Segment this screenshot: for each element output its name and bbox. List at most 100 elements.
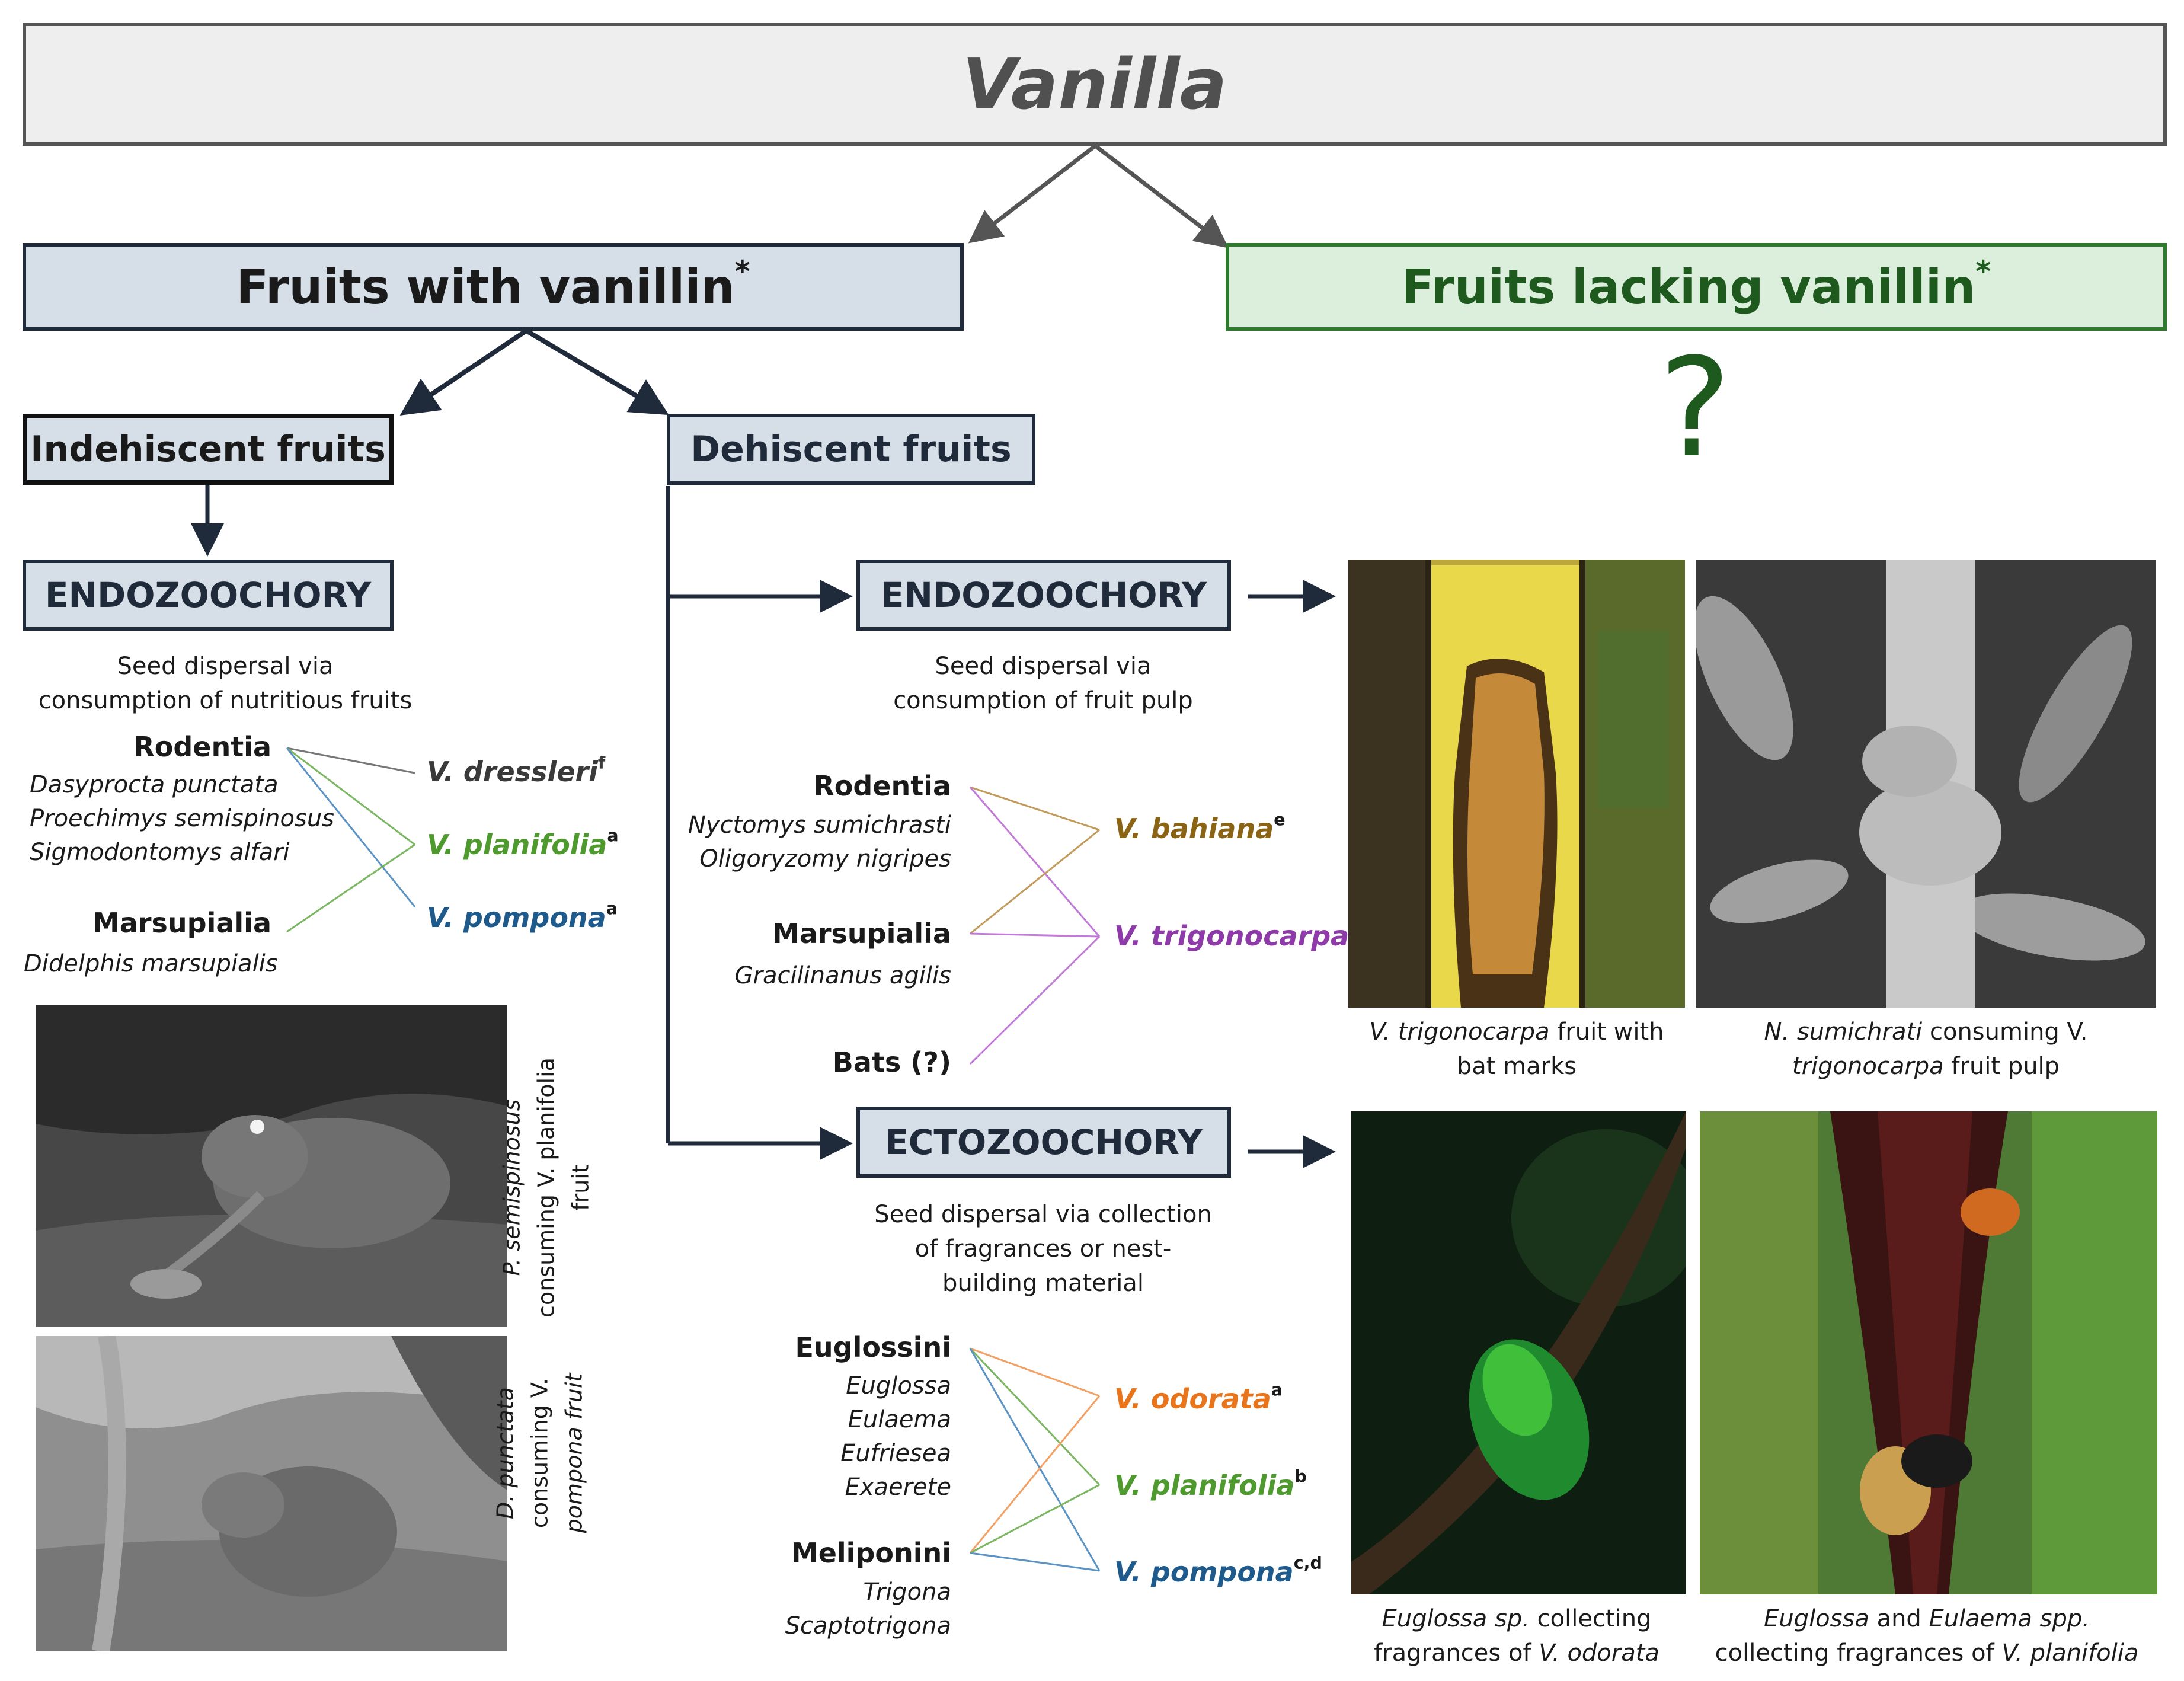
mid-group-euglossini: Euglossini <box>795 1331 951 1363</box>
fruits-lacking-vanillin-label: Fruits lacking vanillin <box>1401 259 1976 315</box>
fruit-type-arrows <box>191 328 669 557</box>
plant-v-dressleri: V. dresslerif <box>427 754 605 790</box>
mid-endozoochory-label: ENDOZOOCHORY <box>880 575 1207 615</box>
plant-name: V. planifolia <box>427 829 607 861</box>
plant-v-pompona-mid: V. pomponac,d <box>1114 1554 1322 1590</box>
genus-name: Eulaema <box>848 1406 951 1433</box>
species-name: Nyctomys sumichrasti <box>688 811 951 839</box>
genus-name: Eufriesea <box>840 1440 951 1467</box>
caption-italic: Euglossa <box>1764 1605 1869 1632</box>
reference-mark: a <box>1271 1380 1283 1400</box>
plant-name: V. pompona <box>427 902 606 934</box>
question-mark: ? <box>1658 330 1732 488</box>
left-endozoochory-box: ENDOZOOCHORY <box>23 560 394 631</box>
asterisk-mark: * <box>1975 254 1991 289</box>
left-desc-line-1: Seed dispersal via <box>117 653 334 680</box>
photo-euglossa-odorata <box>1351 1111 1686 1594</box>
caption-text: consuming V. <box>1929 1018 2088 1046</box>
caption-line: consuming V. planifolia <box>533 1057 559 1318</box>
caption-italic: V. odorata <box>1539 1640 1659 1667</box>
page-title: Vanilla <box>962 43 1227 125</box>
caption-italic: V. trigonocarpa <box>1369 1018 1550 1046</box>
photo-proechimys-night <box>36 1005 507 1327</box>
caption-nyctomys: N. sumichrati consuming V. trigonocarpa … <box>1696 1015 2156 1084</box>
caption-line: fruit <box>567 1164 594 1211</box>
left-desc-line-2: consumption of nutritious fruits <box>38 687 413 714</box>
title-box: Vanilla <box>23 23 2167 146</box>
caption-text: collecting <box>1537 1605 1652 1632</box>
photo-nyctomys-consuming <box>1696 560 2156 1008</box>
caption-text: fruit with <box>1557 1018 1664 1046</box>
mid-ecto-association-lines <box>969 1347 1101 1572</box>
caption-italic: N. sumichrati <box>1764 1018 1923 1046</box>
dehiscent-tree <box>666 486 1336 1168</box>
plant-name: V. planifolia <box>1114 1469 1295 1501</box>
mid-endo-association-lines <box>969 786 1101 1065</box>
genus-name: Euglossa <box>846 1372 951 1399</box>
genus-name: Exaerete <box>845 1474 951 1501</box>
photo-trigonocarpa-bat-marks <box>1348 560 1685 1008</box>
mid-group-marsupialia: Marsupialia <box>772 918 951 950</box>
mid-meliponini-genera: Trigona Scaptotrigona <box>711 1575 951 1643</box>
reference-mark: c,d <box>1293 1553 1322 1573</box>
plant-v-pompona-left: V. pomponaa <box>427 900 618 935</box>
genus-name: Trigona <box>863 1578 951 1606</box>
title-to-branch-arrows <box>968 144 1229 248</box>
caption-text: fragrances of <box>1374 1640 1531 1667</box>
caption-italic: Euglossa sp. <box>1382 1605 1530 1632</box>
reference-mark: f <box>597 753 606 773</box>
plant-v-planifolia-left: V. planifoliaa <box>427 827 619 862</box>
mid-ectozoochory-box: ECTOZOOCHORY <box>856 1107 1231 1178</box>
mid-endo-desc-line-1: Seed dispersal via <box>935 653 1152 680</box>
photo-euglossa-eulaema-planifolia <box>1700 1111 2157 1594</box>
caption-line: pompona fruit <box>561 1373 587 1533</box>
caption-text: collecting fragrances of <box>1715 1640 1994 1667</box>
reference-mark: a <box>607 826 619 846</box>
mid-ecto-desc: Seed dispersal via collection of fragran… <box>836 1197 1251 1300</box>
genus-name: Scaptotrigona <box>785 1612 951 1640</box>
reference-mark: e <box>1274 810 1286 830</box>
indehiscent-fruits-box: Indehiscent fruits <box>23 414 394 485</box>
species-name: Dasyprocta punctata <box>30 771 279 798</box>
plant-name: V. pompona <box>1114 1556 1294 1588</box>
caption-text: and <box>1876 1605 1921 1632</box>
species-name: Oligoryzomy nigripes <box>699 845 951 873</box>
mid-ecto-desc-line-2: of fragrances or nest- <box>914 1235 1172 1263</box>
dehiscent-fruits-label: Dehiscent fruits <box>690 429 1012 470</box>
mid-group-meliponini: Meliponini <box>791 1537 951 1569</box>
plant-v-odorata: V. odorataa <box>1114 1381 1283 1417</box>
left-association-lines <box>286 747 416 933</box>
species-name: Sigmodontomys alfari <box>30 839 290 866</box>
dehiscent-fruits-box: Dehiscent fruits <box>667 414 1035 485</box>
plant-v-planifolia-mid: V. planifoliab <box>1114 1468 1307 1503</box>
left-group-rodentia: Rodentia <box>133 731 271 763</box>
caption-italic: V. planifolia <box>2001 1640 2139 1667</box>
caption-text: fruit pulp <box>1951 1053 2060 1080</box>
caption-euglossa-odorata: Euglossa sp. collecting fragrances of V.… <box>1319 1602 1715 1670</box>
left-marsupialia-species: Didelphis marsupialis <box>24 950 278 977</box>
reference-mark: a <box>606 899 618 919</box>
mid-euglossini-genera: Euglossa Eulaema Eufriesea Exaerete <box>711 1369 951 1504</box>
fruits-with-vanillin-box: Fruits with vanillin* <box>23 243 964 331</box>
caption-italic: D. punctata <box>492 1387 519 1519</box>
plant-name: V. trigonocarpa <box>1114 920 1350 952</box>
reference-mark: b <box>1294 1466 1307 1487</box>
species-name: Proechimys semispinosus <box>30 805 335 832</box>
caption-trigonocarpa-bat-marks: V. trigonocarpa fruit with bat marks <box>1319 1015 1715 1084</box>
indehiscent-fruits-label: Indehiscent fruits <box>30 429 386 470</box>
mid-marsupialia-species: Gracilinanus agilis <box>734 962 952 989</box>
mid-endo-desc: Seed dispersal via consumption of fruit … <box>836 649 1251 718</box>
fruits-lacking-vanillin-box: Fruits lacking vanillin* <box>1226 243 2167 331</box>
left-rodentia-species: Dasyprocta punctata Proechimys semispino… <box>30 768 334 870</box>
left-group-marsupialia: Marsupialia <box>92 907 271 939</box>
left-endozoochory-label: ENDOZOOCHORY <box>44 575 372 615</box>
mid-group-rodentia: Rodentia <box>813 770 951 802</box>
caption-italic: trigonocarpa <box>1792 1053 1944 1080</box>
asterisk-mark: * <box>734 254 750 289</box>
mid-endozoochory-box: ENDOZOOCHORY <box>856 560 1231 631</box>
caption-italic: P. semispinosus <box>498 1099 525 1276</box>
caption-dasyprocta: D. punctata consuming V. pompona fruit <box>488 1299 587 1608</box>
plant-name: V. bahiana <box>1114 813 1274 845</box>
